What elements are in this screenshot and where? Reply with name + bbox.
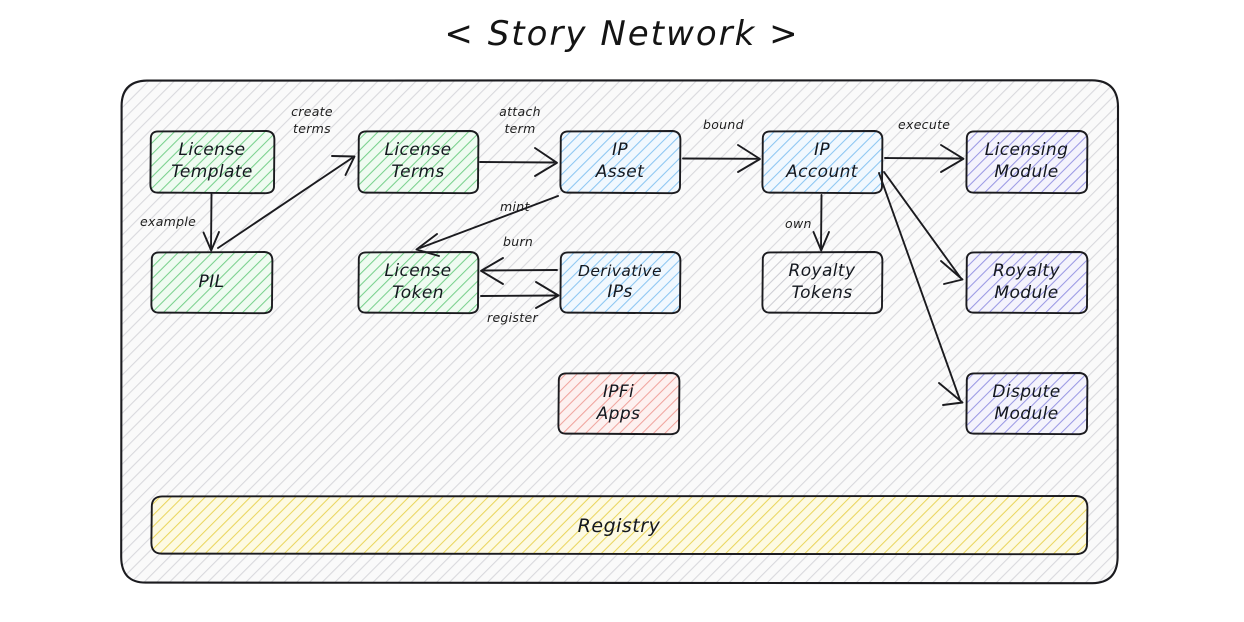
page-title: < Story Network > (444, 14, 800, 54)
edge-own (812, 194, 830, 252)
edge-create-terms (217, 155, 356, 249)
edge-bound (682, 144, 761, 173)
edge-execute (884, 144, 965, 173)
edge-burn (480, 257, 558, 285)
node-royalty-module[interactable] (965, 251, 1089, 315)
node-ip-account[interactable] (761, 130, 884, 195)
edge-example (202, 193, 220, 252)
edge-to-dispute-module (878, 172, 964, 406)
node-license-terms[interactable] (357, 130, 480, 195)
node-ipfi-apps[interactable] (557, 372, 681, 436)
node-registry[interactable] (150, 495, 1089, 556)
edge-to-royalty-module (883, 171, 964, 285)
node-royalty-tokens[interactable] (761, 251, 884, 315)
story-network-container (120, 79, 1120, 585)
node-ip-asset[interactable] (559, 130, 682, 195)
node-license-token[interactable] (357, 251, 480, 315)
edge-register (480, 281, 560, 309)
node-pil[interactable] (150, 251, 274, 315)
node-dispute-module[interactable] (965, 372, 1089, 436)
node-licensing-module[interactable] (965, 130, 1089, 195)
node-license-template[interactable] (149, 130, 276, 195)
edge-mint (415, 195, 559, 257)
node-derivative-ips[interactable] (559, 251, 682, 315)
edge-attach-term (479, 147, 558, 177)
